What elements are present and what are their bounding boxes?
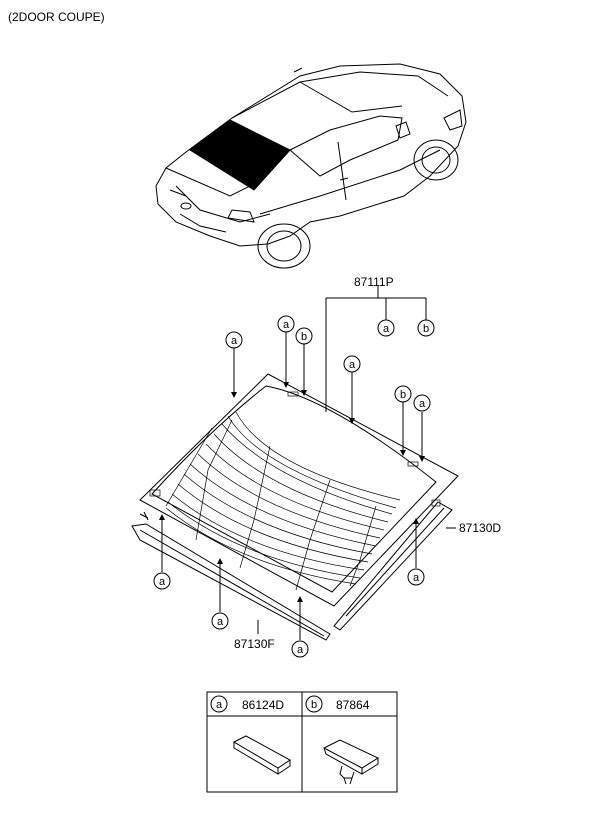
svg-text:a: a [217,616,224,628]
callout-b-3: b [394,385,412,403]
leader-arrowheads [159,382,425,602]
car-illustration [155,63,467,269]
svg-text:a: a [231,335,238,347]
svg-text:a: a [159,576,166,588]
defroster-lines [165,423,393,585]
variant-title: (2DOOR COUPE) [8,10,105,24]
callout-a-6: a [153,572,171,590]
callout-a-3: a [377,319,395,337]
callout-a-7: a [211,612,229,630]
legend-part-a: 86124D [242,698,284,712]
car-rear-glass-highlight [189,119,291,191]
rear-glass-assembly [139,373,459,607]
callout-b-1: b [295,327,313,345]
callout-a-8: a [291,640,309,658]
svg-text:b: b [301,331,307,343]
callout-a-5: a [413,394,431,412]
side-molding [333,501,453,631]
part-label-bottom-molding: 87130F [234,637,275,651]
svg-text:a: a [419,398,426,410]
bottom-molding [131,511,331,641]
svg-text:a: a [413,572,420,584]
callout-a-1: a [225,331,243,349]
part-label-main-glass: 87111P [354,275,394,289]
callout-b-2: b [417,319,435,337]
legend-table: a 86124D b 87864 [206,691,398,793]
legend-part-b: 87864 [336,698,370,712]
legend-cell-a: a 86124D [210,695,291,775]
callout-a-4: a [343,355,361,373]
svg-text:b: b [400,389,406,401]
svg-text:a: a [349,359,356,371]
svg-text:a: a [297,644,304,656]
svg-text:b: b [423,323,429,335]
part-label-side-molding: 87130D [459,521,501,535]
legend-cell-b: b 87864 [305,695,380,785]
clip-b-icon [322,739,380,785]
svg-text:a: a [383,323,390,335]
svg-text:b: b [311,699,317,711]
leader-lines [161,286,456,640]
callouts: a a b a b a b a [153,315,435,658]
svg-text:a: a [283,319,290,331]
callout-a-2: a [277,315,295,333]
callout-a-9: a [407,568,425,586]
svg-text:a: a [216,699,223,711]
clip-a-icon [232,735,291,775]
